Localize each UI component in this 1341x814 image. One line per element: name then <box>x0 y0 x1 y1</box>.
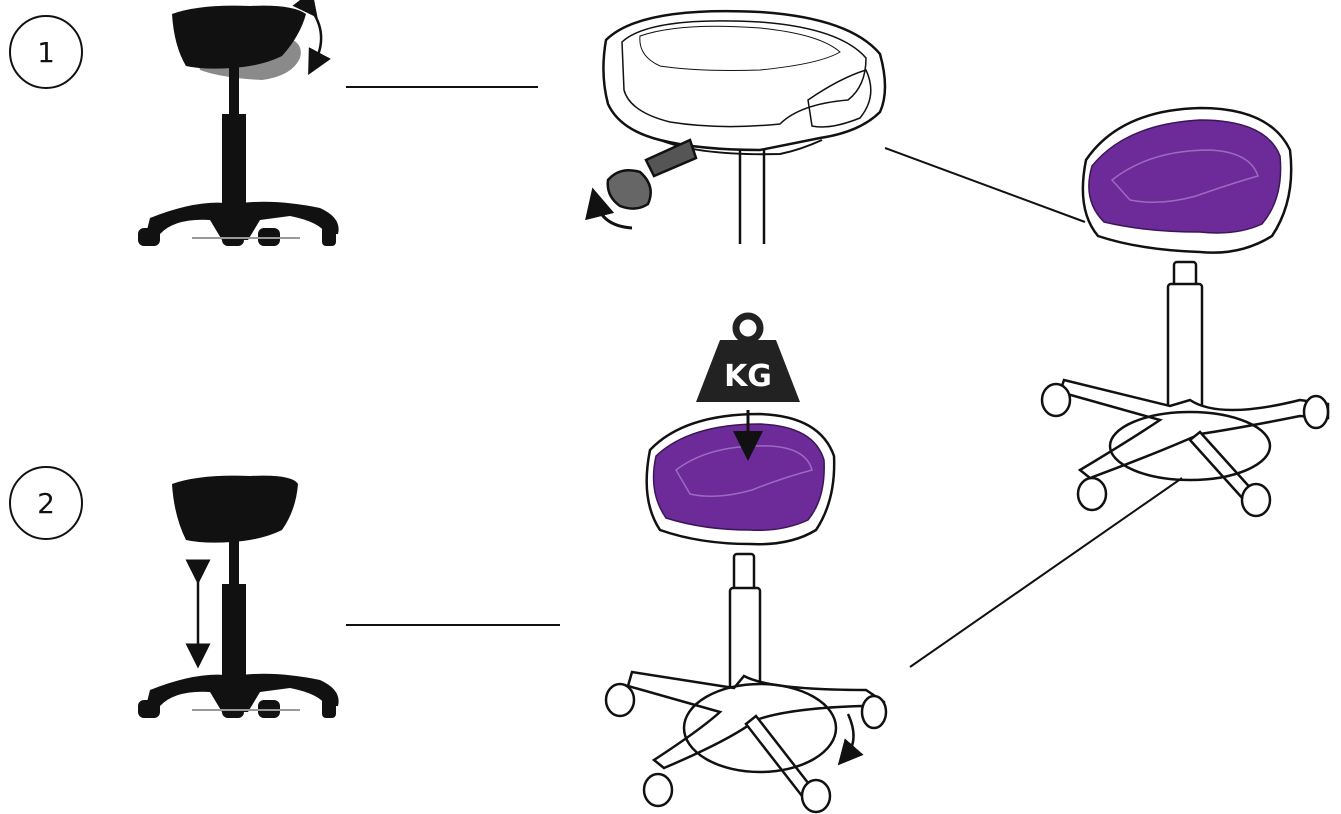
step-2-badge: 2 <box>10 467 82 539</box>
step-1-badge: 1 <box>10 16 82 88</box>
step-1-number: 1 <box>37 36 55 69</box>
tilt-arrow-icon <box>310 8 321 64</box>
stool-full-view <box>1042 108 1328 516</box>
tilt-silhouette <box>138 6 339 246</box>
weight-icon: KG <box>696 316 800 402</box>
step-2-number: 2 <box>37 487 55 520</box>
stool-weighted-seat-cushion <box>654 424 825 530</box>
height-silhouette <box>138 476 339 718</box>
weight-label: KG <box>724 359 772 394</box>
connector-line-base-to-stool <box>910 478 1182 667</box>
connector-line-detail-to-stool <box>885 148 1085 222</box>
rotate-base-arrow-icon <box>846 714 854 756</box>
tilt-lever-detail <box>603 11 885 244</box>
stool-weighted-view <box>606 414 886 812</box>
